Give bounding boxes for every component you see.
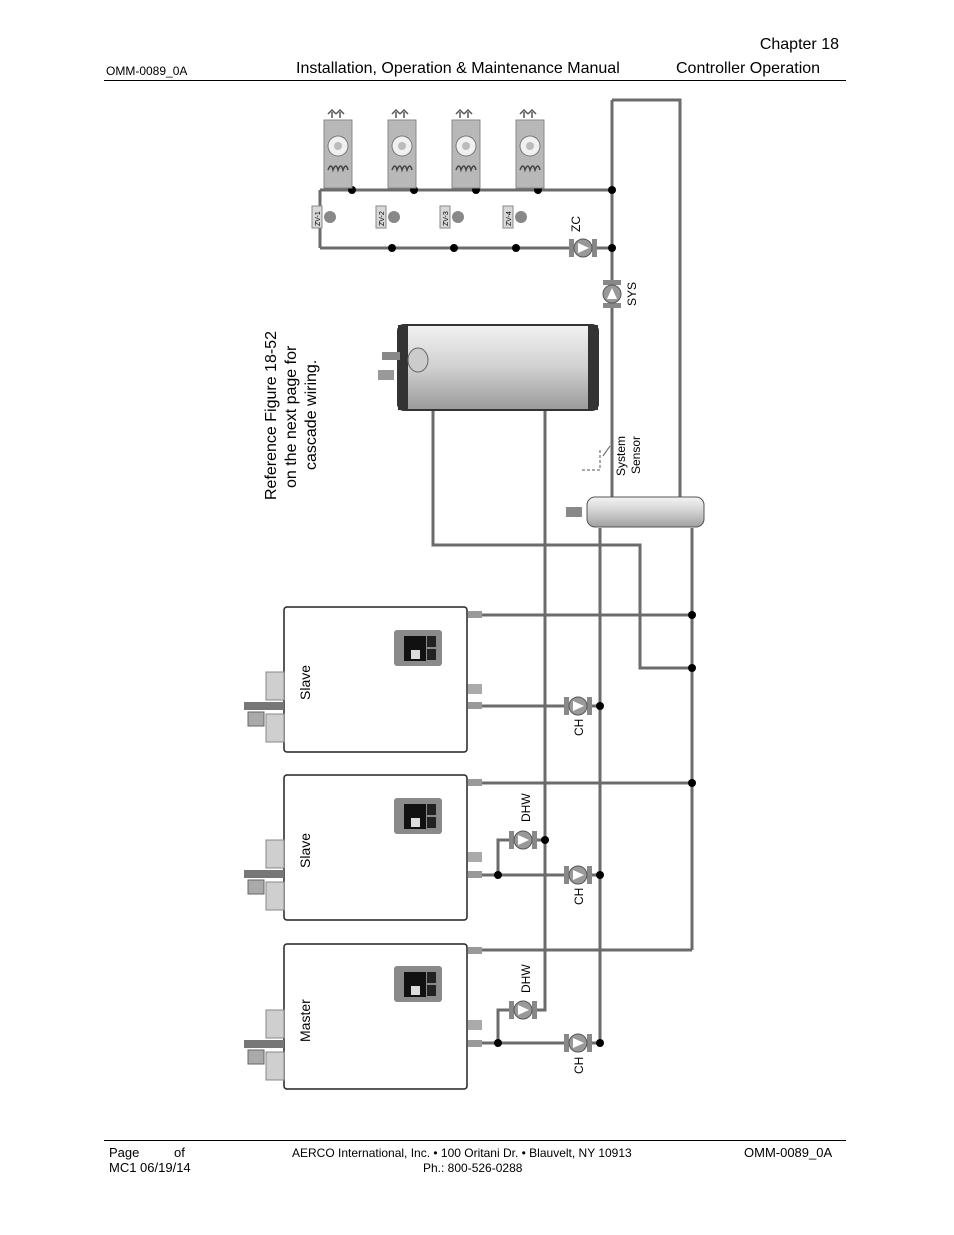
hydraulic-separator xyxy=(566,496,705,528)
air-handler-4 xyxy=(515,109,545,189)
reference-note-line-1: Reference Figure 18-52 xyxy=(263,331,280,500)
zone-valve-label-3: ZV-3 xyxy=(443,211,450,226)
footer-page-label: Page xyxy=(109,1145,140,1160)
dhw-pump-label-2: DHW xyxy=(519,964,533,993)
footer-of-label: of xyxy=(174,1145,185,1160)
footer-phone: Ph.: 800-526-0288 xyxy=(423,1161,523,1175)
reference-note: Reference Figure 18-52 on the next page … xyxy=(263,331,320,500)
zone-valve-label-2: ZV-2 xyxy=(379,211,386,226)
footer-address: AERCO International, Inc. • 100 Oritani … xyxy=(292,1146,632,1160)
footer-rule xyxy=(104,1140,846,1141)
ch-pump-label-2: CH xyxy=(572,888,586,905)
system-sensor-label-1: System xyxy=(614,436,628,476)
system-sensor-label-2: Sensor xyxy=(629,436,643,474)
header-doc-id: OMM-0089_0A xyxy=(106,64,188,78)
sys-pump-label: SYS xyxy=(625,282,639,306)
manual-title: Installation, Operation & Maintenance Ma… xyxy=(296,60,620,77)
reference-note-line-2: on the next page for xyxy=(283,345,300,488)
dhw-pump-label-1: DHW xyxy=(519,793,533,822)
section-title: Controller Operation xyxy=(676,60,821,77)
unit-label-slave-1: Slave xyxy=(297,665,313,700)
footer-revision: MC1 06/19/14 xyxy=(109,1160,191,1175)
zone-valve-label-4: ZV-4 xyxy=(506,211,513,226)
boiler-unit-master xyxy=(243,943,482,1090)
boiler-unit-slave-2 xyxy=(243,774,482,921)
sys-pump xyxy=(602,279,622,309)
zc-pump xyxy=(568,238,598,258)
ch-pump-1 xyxy=(563,696,593,716)
indirect-water-heater xyxy=(378,324,599,411)
dhw-pump-1 xyxy=(508,830,538,850)
unit-label-slave-2: Slave xyxy=(297,833,313,868)
reference-note-line-3: cascade wiring. xyxy=(303,360,320,470)
chapter-label: Chapter 18 xyxy=(759,36,839,53)
zone-valves xyxy=(311,205,527,229)
zc-pump-label: ZC xyxy=(569,216,583,232)
air-handler-2 xyxy=(387,109,417,189)
header-rule xyxy=(104,80,846,81)
system-sensor xyxy=(580,445,611,471)
unit-label-master: Master xyxy=(297,999,313,1042)
zone-valve-label-1: ZV-1 xyxy=(315,211,322,226)
ch-pump-3 xyxy=(563,1033,593,1053)
ch-pump-label-1: CH xyxy=(572,719,586,736)
air-handler-1 xyxy=(323,109,353,189)
air-handler-3 xyxy=(451,109,481,189)
footer-doc-id: OMM-0089_0A xyxy=(744,1145,833,1160)
ch-pump-2 xyxy=(563,865,593,885)
boiler-unit-slave-1 xyxy=(243,606,482,753)
ch-pump-label-3: CH xyxy=(572,1057,586,1074)
dhw-pump-2 xyxy=(508,1000,538,1020)
